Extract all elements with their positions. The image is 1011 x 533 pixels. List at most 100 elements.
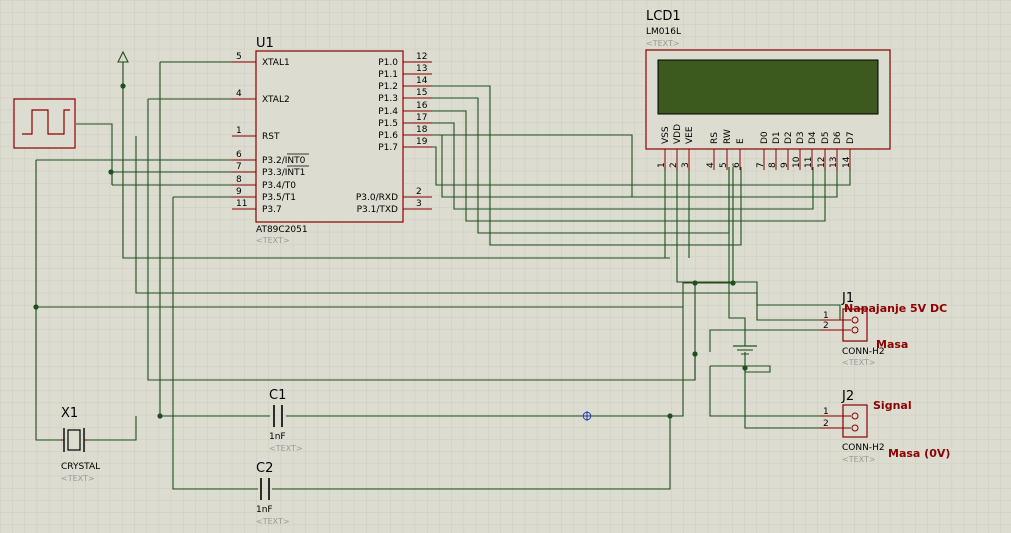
u1-body [255, 50, 404, 223]
wire-c2-right[interactable] [272, 416, 671, 490]
wire-crystal-out[interactable] [88, 416, 137, 441]
c1-ref: C1 [269, 388, 286, 403]
wire-p17[interactable] [432, 146, 851, 186]
wire-p12[interactable] [432, 85, 742, 246]
probe-marker[interactable] [582, 411, 592, 421]
j1-part: CONN-H2 [842, 347, 885, 357]
u1-pin-number: 3 [416, 199, 422, 209]
power-terminal[interactable] [117, 50, 129, 66]
u1-pin-name: P1.0 [378, 58, 398, 68]
lcd-pin-number: 6 [732, 162, 742, 168]
lcd-pin-number: 10 [792, 156, 802, 168]
wire-p14[interactable] [432, 110, 826, 222]
lcd-pin-number: 11 [804, 157, 814, 168]
wire-j2-gnd-loop[interactable] [710, 365, 771, 373]
c1-value: 1nF [269, 432, 286, 442]
u1-part: AT89C2051 [256, 225, 308, 235]
j2-connector[interactable]: J2 1 2 CONN-H2 <TEXT> Signal Masa (0V) [820, 389, 950, 464]
lcd-module[interactable]: LCD1 LM016L <TEXT> VSS1VDD2VEE3RS4RW5E6D… [645, 9, 891, 170]
j2-pin1-hole [851, 412, 859, 420]
j1-pin1-hole [851, 316, 859, 324]
junction-dot [692, 280, 698, 286]
x1-ref: X1 [61, 406, 78, 421]
u1-pin-name: XTAL2 [262, 95, 290, 105]
u1-pin-number: 13 [416, 64, 427, 74]
lcd-pin-name: VEE [685, 126, 695, 144]
j2-pin2-num: 2 [823, 419, 829, 429]
wire-lcd-vss[interactable] [664, 167, 670, 259]
junction-dot [157, 413, 163, 419]
wires [35, 61, 851, 490]
c2-capacitor[interactable]: C2 1nF <TEXT> [256, 461, 290, 526]
c2-value: 1nF [256, 505, 273, 515]
wire-lcd-rw[interactable] [728, 167, 746, 340]
j1-pin1-num: 1 [823, 311, 829, 321]
wire-left-horizontal[interactable] [36, 282, 733, 308]
j1-connector[interactable]: J1 1 2 CONN-H2 <TEXT> Napajanje 5V DC Ma… [820, 291, 947, 367]
u1-pin-number: 19 [416, 137, 428, 147]
wire-c1-gnd[interactable] [670, 307, 684, 417]
u1-microcontroller[interactable]: U1 AT89C2051 <TEXT> 5XTAL14XTAL21RST6P3.… [232, 36, 432, 245]
j2-body [842, 404, 868, 438]
lcd-ref: LCD1 [646, 9, 681, 24]
u1-pin-number: 8 [236, 175, 242, 185]
lcd-pin-number: 12 [817, 157, 827, 168]
lcd-pin-number: 4 [706, 162, 716, 168]
u1-pin-number: 12 [416, 52, 427, 62]
lcd-pin-number: 14 [842, 156, 852, 168]
u1-pin-number: 7 [236, 162, 242, 172]
j2-part: CONN-H2 [842, 443, 885, 453]
lcd-part: LM016L [646, 27, 681, 37]
u1-pin-name: P3.1/TXD [357, 205, 398, 215]
u1-pin-number: 18 [416, 125, 428, 135]
u1-right-pins: 12P1.013P1.114P1.215P1.316P1.417P1.518P1… [356, 52, 432, 215]
u1-pin-number: 5 [236, 52, 242, 62]
signal-generator-body [13, 98, 76, 149]
x1-crystal[interactable]: X1 CRYSTAL <TEXT> [60, 406, 100, 483]
junction-dot [692, 351, 698, 357]
lcd-pin-number: 5 [719, 162, 729, 168]
u1-pin-number: 1 [236, 126, 242, 136]
crystal-icon [67, 429, 81, 451]
wire-j1-pin2[interactable] [709, 329, 840, 352]
junction-dot [730, 280, 736, 286]
lcd-pin-number: 3 [681, 162, 691, 168]
c2-text: <TEXT> [256, 517, 290, 526]
ground-symbol[interactable] [733, 340, 757, 355]
wire-xtal2-down[interactable] [147, 99, 696, 381]
j2-pin2-hole [851, 424, 859, 432]
wire-gnd-down[interactable] [744, 352, 840, 429]
wire-c2[interactable] [172, 197, 258, 490]
wire-p15[interactable] [432, 122, 814, 210]
lcd-pin-name: D5 [821, 131, 831, 144]
j2-text: <TEXT> [842, 455, 876, 464]
lcd-pin-name: D3 [796, 131, 806, 144]
lcd-pin-number: 8 [768, 162, 778, 168]
u1-pin-number: 14 [416, 76, 428, 86]
wire-lcd-vdd[interactable] [676, 167, 841, 320]
u1-pin-number: 2 [416, 187, 422, 197]
wire-left-vertical[interactable] [35, 160, 60, 441]
wire-j2-pin1[interactable] [709, 366, 840, 417]
signal-generator[interactable] [13, 98, 76, 149]
wire-p17b[interactable] [432, 134, 633, 197]
u1-pin-name: P1.7 [378, 143, 398, 153]
u1-pin-name: P3.0/RXD [356, 193, 398, 203]
wire-power-terminal[interactable] [122, 65, 670, 259]
junction-dot [108, 169, 114, 175]
c1-capacitor[interactable]: C1 1nF <TEXT> [269, 388, 303, 453]
wire-signal-gen[interactable] [76, 123, 113, 172]
x1-text: <TEXT> [61, 474, 95, 483]
c2-ref: C2 [256, 461, 273, 476]
u1-pin-name: P1.4 [378, 107, 398, 117]
junction-dot [33, 304, 39, 310]
lcd-pin-name: VSS [661, 126, 671, 144]
j1-text: <TEXT> [842, 358, 876, 367]
u1-pin-name: P1.3 [378, 94, 398, 104]
u1-pin-name: P1.6 [378, 131, 398, 141]
u1-pin-number: 6 [236, 150, 242, 160]
j2-label-signal: Signal [873, 399, 912, 412]
lcd-screen [657, 59, 879, 115]
u1-pin-name: P3.7 [262, 205, 282, 215]
